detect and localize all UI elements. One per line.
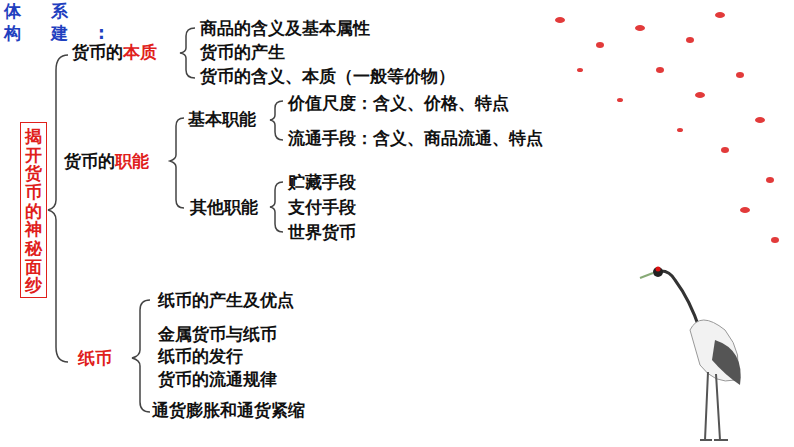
brace [180, 28, 195, 78]
outline-item: 金属货币与纸币 [158, 323, 277, 345]
outline-item: 货币的 [72, 41, 123, 63]
outline-item: 货币的产生 [200, 41, 285, 63]
brace [170, 118, 184, 208]
outline-item: 流通手段：含义、商品流通、特点 [288, 127, 543, 149]
key-term: 纸币 [78, 347, 112, 369]
outline-item: 通货膨胀和通货紧缩 [152, 399, 305, 421]
topic-text: 揭开货币的神秘面纱 [25, 127, 42, 295]
key-term: 职能 [115, 150, 149, 172]
outline-item: 其他职能 [190, 196, 258, 218]
outline-item: 世界货币 [288, 221, 356, 243]
outline-item: 基本职能 [188, 108, 256, 130]
outline-item: 纸币的发行 [158, 345, 243, 367]
topic-box: 揭开货币的神秘面纱 [20, 122, 47, 298]
outline-item: 支付手段 [288, 196, 356, 218]
brace [270, 182, 283, 232]
outline-item: 商品的含义及基本属性 [200, 17, 370, 39]
outline-item: 货币的流通规律 [158, 368, 277, 390]
outline-item: 货币的 [64, 150, 115, 172]
outline-item: 贮藏手段 [288, 171, 356, 193]
petals [555, 12, 779, 243]
heading: 体系构建: [4, 0, 142, 44]
key-term: 本质 [123, 41, 157, 63]
outline-item: 货币的含义、本质（一般等价物） [200, 65, 455, 87]
outline-item: 纸币的产生及优点 [158, 289, 294, 311]
brace [132, 300, 150, 412]
brace [270, 101, 283, 140]
outline-item: 价值尺度：含义、价格、特点 [288, 92, 509, 114]
root-brace [48, 55, 68, 362]
crane [640, 267, 741, 441]
